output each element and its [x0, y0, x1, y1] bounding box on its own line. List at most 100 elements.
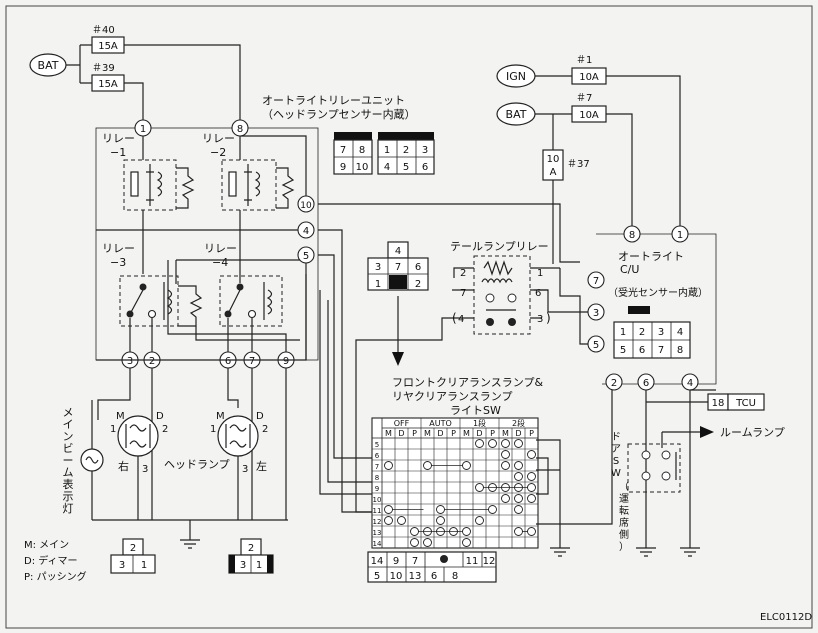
svg-text:8: 8 — [629, 230, 635, 241]
switch-contact — [514, 494, 523, 503]
svg-text:5: 5 — [403, 162, 409, 173]
switch-contact — [514, 439, 523, 448]
switch-position-9: P — [490, 429, 495, 438]
switch-contact — [527, 472, 536, 481]
battery-source-top: BAT — [29, 53, 67, 77]
svg-text:M: M — [116, 411, 125, 422]
switch-position-2: D — [398, 429, 404, 438]
svg-text:6: 6 — [422, 162, 428, 173]
svg-text:）: ） — [619, 541, 629, 553]
switch-contact — [384, 461, 393, 470]
switch-group-3: 1段 — [473, 418, 486, 428]
switch-contact — [462, 461, 471, 470]
svg-text:(: ( — [452, 311, 457, 325]
switch-position-7: M — [463, 429, 470, 438]
switch-row-14: 14 — [373, 540, 382, 548]
svg-text:10A: 10A — [579, 110, 599, 121]
switch-contact — [384, 516, 393, 525]
headlamp-right: M D 1 2 3 右 — [110, 411, 168, 475]
relay-unit-pin-4: 4 — [297, 221, 315, 239]
svg-text:7: 7 — [340, 145, 346, 156]
svg-text:6: 6 — [431, 571, 437, 582]
legend-main: M: メイン — [24, 540, 69, 551]
svg-text:3: 3 — [658, 327, 664, 338]
svg-text:＃7: ＃7 — [576, 92, 592, 104]
svg-text:7: 7 — [658, 345, 664, 356]
svg-text:IGN: IGN — [506, 70, 526, 83]
svg-text:11: 11 — [466, 556, 479, 567]
switch-position-5: D — [437, 429, 443, 438]
switch-contact — [475, 439, 484, 448]
svg-text:イ: イ — [63, 418, 74, 431]
svg-text:1: 1 — [210, 424, 216, 435]
svg-text:1: 1 — [256, 560, 262, 571]
svg-text:メ: メ — [63, 406, 74, 419]
room-lamp-label: ルームランプ — [720, 426, 785, 439]
relay-2-number: −2 — [210, 146, 226, 159]
svg-text:4: 4 — [303, 226, 309, 237]
svg-text:側: 側 — [619, 528, 629, 541]
auto-light-connector: 1 2 3 4 5 6 7 8 — [613, 306, 691, 359]
svg-text:7: 7 — [412, 556, 418, 567]
auto-light-pin-2: 2 — [605, 373, 623, 391]
switch-row-7: 7 — [375, 463, 379, 471]
svg-text:BAT: BAT — [506, 108, 527, 121]
svg-text:8: 8 — [677, 345, 683, 356]
switch-group-2: AUTO — [429, 419, 452, 428]
svg-text:4: 4 — [395, 246, 401, 257]
svg-text:3: 3 — [422, 145, 428, 156]
svg-text:14: 14 — [371, 556, 384, 567]
switch-row-5: 5 — [375, 441, 379, 449]
svg-text:): ) — [546, 311, 551, 325]
svg-text:W: W — [611, 468, 621, 479]
svg-text:1: 1 — [677, 230, 683, 241]
switch-contact — [501, 439, 510, 448]
svg-text:7: 7 — [593, 276, 599, 287]
switch-position-3: P — [412, 429, 417, 438]
switch-contact — [423, 538, 432, 547]
svg-text:ン: ン — [63, 430, 74, 443]
svg-text:2: 2 — [415, 279, 421, 290]
svg-text:5: 5 — [374, 571, 380, 582]
switch-row-10: 10 — [373, 496, 382, 504]
svg-text:＃1: ＃1 — [576, 54, 592, 66]
relay-unit-title-1: オートライトリレーユニット — [262, 94, 405, 107]
diagram-id: ELC0112D — [760, 612, 812, 623]
svg-text:3: 3 — [142, 464, 148, 475]
svg-text:灯: 灯 — [63, 502, 74, 515]
svg-text:ム: ム — [63, 466, 74, 479]
switch-position-4: M — [424, 429, 431, 438]
relay-unit-connector: 7 8 9 10 1 2 3 4 5 6 — [333, 132, 435, 175]
svg-text:2: 2 — [403, 145, 409, 156]
light-switch-connector: 14 9 7 11 12 5 10 13 6 8 — [367, 551, 497, 583]
legend-passing: P: パッシング — [24, 570, 87, 583]
svg-text:2: 2 — [611, 378, 617, 389]
svg-text:9: 9 — [283, 356, 289, 367]
fuse-40-number: ＃40 — [92, 24, 115, 36]
switch-contact — [501, 461, 510, 470]
svg-text:＃37: ＃37 — [567, 158, 590, 170]
svg-text:3: 3 — [242, 464, 248, 475]
svg-text:A: A — [550, 167, 557, 178]
relay-1 — [123, 136, 195, 274]
fuse-39-number: ＃39 — [92, 62, 115, 74]
svg-text:S: S — [613, 456, 619, 467]
switch-contact — [501, 450, 510, 459]
switch-group-1: OFF — [394, 419, 410, 428]
relay-4-label: リレー — [204, 242, 237, 255]
svg-text:運: 運 — [619, 493, 629, 505]
fuse-39-rating: 15A — [98, 79, 118, 90]
tail-lamp-relay: テールランプリレー 2 1 7 6 4 3 ( ) — [355, 240, 560, 513]
switch-contact — [475, 483, 484, 492]
svg-text:フロントクリアランスランプ&: フロントクリアランスランプ& — [392, 376, 543, 389]
svg-text:3: 3 — [537, 314, 543, 325]
switch-contact — [514, 461, 523, 470]
switch-position-12: P — [529, 429, 534, 438]
svg-text:D: D — [156, 411, 164, 422]
auto-light-unit: オートライト C/U （受光センサー内蔵） 1 2 3 4 5 6 7 8 — [596, 233, 717, 385]
svg-text:5: 5 — [303, 251, 309, 262]
svg-text:7: 7 — [395, 262, 401, 273]
svg-text:6: 6 — [225, 356, 231, 367]
